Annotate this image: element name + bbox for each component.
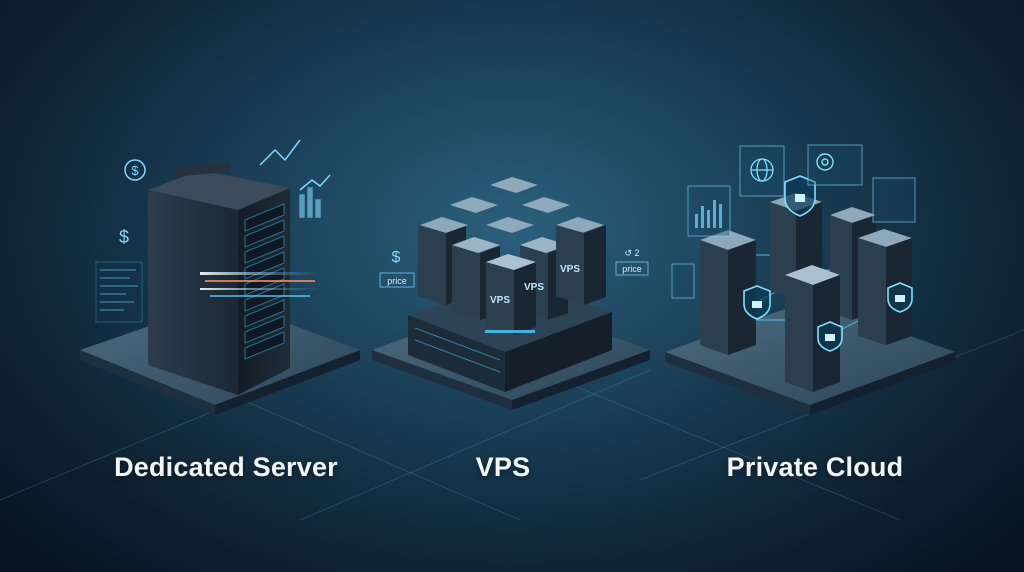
rack-top (148, 170, 290, 210)
rack-units (244, 203, 285, 360)
holo-code-panel (95, 261, 143, 323)
private-cloud-group (665, 144, 955, 415)
vps-cube-labels: VPS VPS VPS (490, 264, 580, 306)
svg-text:$: $ (119, 227, 129, 247)
svg-text:↺ 2: ↺ 2 (624, 248, 639, 258)
price-tag-left: $ price (379, 249, 415, 288)
trend-chart-icon (695, 200, 722, 228)
svg-text:price: price (387, 276, 407, 286)
svg-text:$: $ (392, 249, 401, 266)
svg-text:price: price (622, 264, 642, 274)
product-label-vps: VPS (475, 452, 531, 482)
price-tag-right: ↺ 2 price (615, 248, 649, 276)
vps-cubes (418, 177, 606, 335)
cloud-servers (700, 193, 912, 392)
svg-text:VPS: VPS (524, 282, 544, 293)
svg-text:VPS: VPS (490, 295, 510, 306)
rack-front (148, 190, 238, 395)
trend-chart-icon (259, 139, 331, 218)
gear-icon (816, 153, 834, 171)
globe-icon (750, 158, 774, 182)
dedicated-server-group: $ $ (80, 139, 360, 415)
svg-text:$: $ (131, 163, 139, 178)
data-beams (200, 272, 320, 297)
svg-text:VPS: VPS (560, 264, 580, 275)
product-label-dedicated-server: Dedicated Server (114, 452, 338, 482)
product-label-private-cloud: Private Cloud (726, 452, 904, 482)
lock-icon (752, 194, 905, 341)
dollar-icon: $ $ (119, 159, 146, 247)
vps-group: VPS VPS VPS $ price ↺ 2 price (372, 177, 650, 410)
